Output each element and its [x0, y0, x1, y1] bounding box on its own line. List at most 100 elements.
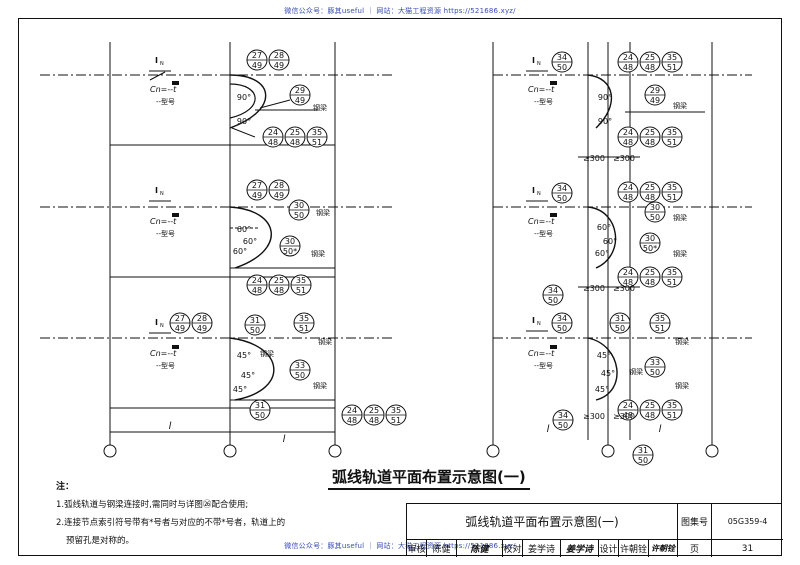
bubble-sheet-no: 51: [667, 411, 677, 420]
bubble-detail-no: 34: [557, 314, 567, 323]
beam-label: 钢梁: [673, 249, 687, 258]
beam-label: 钢梁: [313, 103, 327, 112]
atlas-label: 图集号: [678, 504, 712, 540]
track-curve-r3: [587, 337, 618, 401]
bubble-sheet-no: 50: [557, 194, 567, 203]
bubble-detail-no: 33: [650, 358, 660, 367]
bubble-sheet-no: 50: [294, 211, 304, 220]
bubble-sheet-no: 48: [623, 138, 633, 147]
column-mark: I: [155, 318, 158, 327]
bubble-sheet-no: 50: [615, 324, 625, 333]
column-mark-sub: N: [160, 61, 164, 67]
bubble-sheet-no: 49: [274, 61, 284, 70]
notes: 注： 1.弧线轨道与钢梁连接时,需同时与详图㉖配合使用; 2.连接节点索引符号带…: [56, 478, 356, 550]
angle-label: 45°: [595, 385, 609, 394]
column-symbol: [172, 213, 179, 217]
span-label-4: l: [659, 424, 662, 435]
bubble-sheet-no: 51: [296, 286, 306, 295]
bubble-detail-no: 35: [391, 406, 401, 415]
note-1: 1.弧线轨道与钢梁连接时,需同时与详图㉖配合使用;: [56, 500, 249, 510]
track-curve-2: [229, 206, 272, 269]
bubble-detail-no: 35: [655, 314, 665, 323]
model-label: --型号: [534, 97, 553, 106]
column-mark-sub: N: [160, 323, 164, 329]
bubble-sheet-no: 50: [557, 63, 567, 72]
bubble-detail-no: 35: [667, 268, 677, 277]
bubble-detail-no: 30: [294, 201, 304, 210]
bubble-detail-no: 24: [623, 128, 633, 137]
angle-label: 60°: [237, 225, 251, 234]
bubble-sheet-no: 49: [274, 191, 284, 200]
dimension-300: ≥300: [613, 154, 635, 163]
angle-label: 45°: [601, 369, 615, 378]
bubble-sheet-no: 49: [175, 324, 185, 333]
model-label: --型号: [156, 361, 175, 370]
bubble-sheet-no: 50: [295, 371, 305, 380]
bubble-detail-no: 35: [667, 53, 677, 62]
beam-label: 钢梁: [675, 337, 689, 346]
bubble-sheet-no: 48: [645, 193, 655, 202]
drawing-frame: [18, 18, 782, 556]
column-symbol: [172, 81, 179, 85]
cn-label: Cn=--t: [528, 349, 555, 358]
bubble-sheet-no: 51: [299, 324, 309, 333]
bubble-detail-no: 27: [175, 314, 185, 323]
bubble-detail-no: 24: [268, 128, 278, 137]
cn-label: Cn=--t: [528, 217, 555, 226]
bubble-detail-no: 27: [252, 51, 262, 60]
beam-label: 钢梁: [673, 101, 687, 110]
column-symbol: [550, 81, 557, 85]
column-mark: I: [532, 56, 535, 65]
bubble-detail-no: 28: [274, 51, 284, 60]
track-curve-r1: [587, 74, 613, 129]
bubble-sheet-no: 48: [645, 411, 655, 420]
dimension-300: ≥300: [583, 412, 605, 421]
beam-label: 钢梁: [311, 249, 325, 258]
bubble-detail-no: 28: [197, 314, 207, 323]
bubble-detail-no: 31: [255, 401, 265, 410]
checker-name: 姜学诗: [523, 540, 561, 557]
bubble-detail-no: 34: [548, 286, 558, 295]
track-curve-1: [229, 74, 267, 129]
note-3: 预留孔是对称的。: [66, 536, 135, 546]
angle-label: 45°: [241, 371, 255, 380]
bubble-detail-no: 30: [285, 237, 295, 246]
bubble-detail-no: 24: [623, 53, 633, 62]
column-mark-sub: N: [537, 321, 541, 327]
bubble-detail-no: 24: [623, 268, 633, 277]
angle-label: 45°: [233, 385, 247, 394]
bubble-sheet-no: 50: [255, 411, 265, 420]
bubble-sheet-no: 51: [655, 324, 665, 333]
design-label: 设计: [599, 540, 619, 557]
column-mark: I: [155, 186, 158, 195]
model-label: --型号: [156, 229, 175, 238]
grid-axis-circle: [705, 444, 719, 458]
angle-label: 90°: [237, 117, 251, 126]
bubble-detail-no: 24: [623, 401, 633, 410]
bubble-detail-no: 35: [667, 128, 677, 137]
dimension-300: ≥300: [613, 412, 635, 421]
bubble-detail-no: 35: [299, 314, 309, 323]
bubble-detail-no: 24: [623, 183, 633, 192]
bubble-detail-no: 31: [250, 316, 260, 325]
bubble-sheet-no: 50*: [283, 247, 297, 256]
